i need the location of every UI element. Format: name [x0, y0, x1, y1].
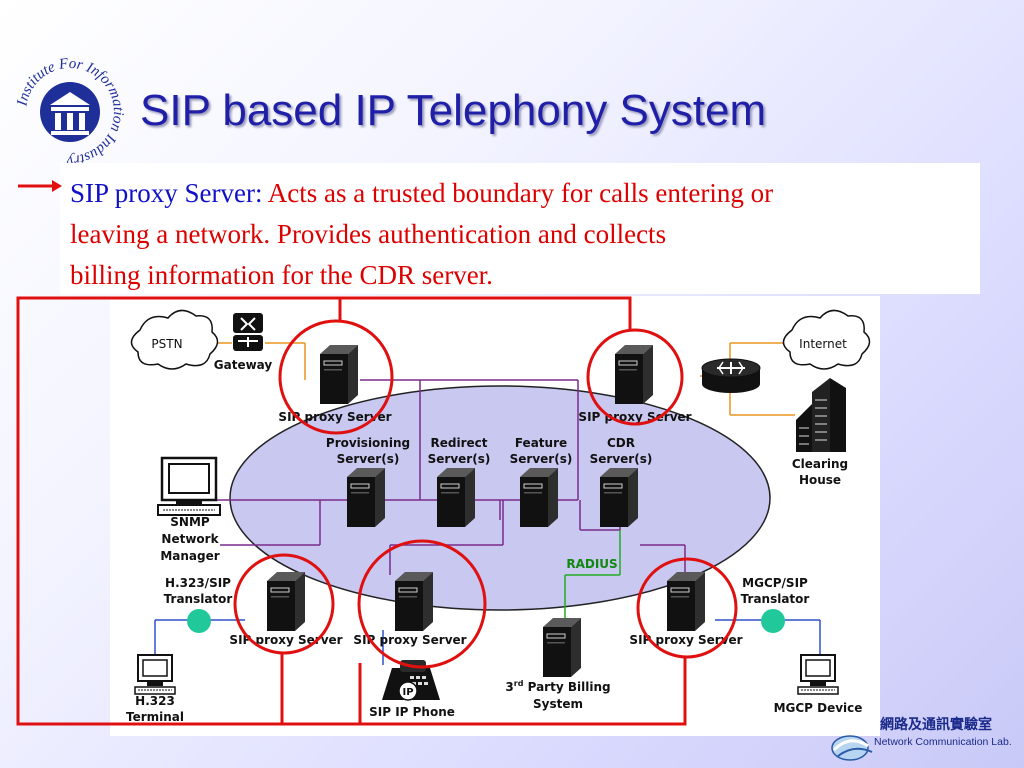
diagram-panel: [110, 296, 880, 736]
description-line-2: leaving a network. Provides authenticati…: [70, 219, 667, 249]
lab-name-english: Network Communication Lab.: [874, 736, 1012, 748]
description-line-1: SIP proxy Server: Acts as a trusted boun…: [70, 173, 970, 214]
lab-logo: 網路及通訊實驗室 Network Communication Lab.: [828, 712, 1024, 768]
lab-name-chinese: 網路及通訊實驗室: [880, 717, 992, 733]
description-text-1: Acts as a trusted boundary for calls ent…: [262, 178, 774, 208]
description-line-3: billing information for the CDR server.: [70, 260, 493, 290]
institute-logo: Institute For Information Industry: [14, 56, 126, 168]
description-term: SIP proxy Server:: [70, 178, 263, 208]
description-box: SIP proxy Server: Acts as a trusted boun…: [60, 163, 980, 294]
slide-title: SIP based IP Telephony System: [140, 86, 767, 135]
lab-globe-icon: [831, 735, 873, 761]
